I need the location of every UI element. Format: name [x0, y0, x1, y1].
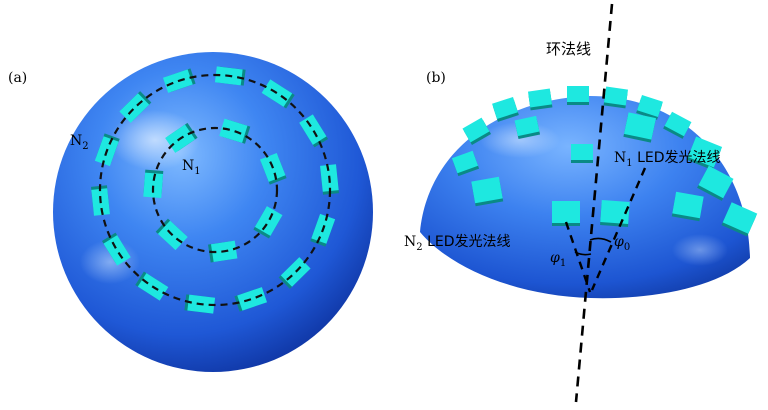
dome-highlight — [672, 234, 728, 266]
panel-b: (b) 环法线 N1 LED发光法线 N2 LED发光法线 φ0 φ1 — [404, 3, 758, 403]
n2-led-normal-line — [564, 221, 592, 293]
led-chip — [471, 176, 504, 207]
led-chip — [623, 112, 656, 143]
led-chip — [571, 144, 593, 163]
ring-normal-label: 环法线 — [546, 40, 591, 58]
led-chip — [514, 115, 541, 140]
led-chip — [253, 206, 283, 239]
led-chip — [527, 88, 553, 111]
led-chip — [697, 165, 734, 201]
phi1-arc — [574, 251, 592, 256]
phi0-arc — [589, 237, 612, 243]
led-chip — [492, 96, 519, 122]
led-chip — [721, 202, 758, 237]
phi0-label: φ0 — [614, 234, 630, 253]
panel-b-label: (b) — [426, 70, 446, 86]
sphere-highlight — [110, 110, 200, 170]
led-chip — [552, 201, 580, 226]
ring-inner-n1 — [151, 126, 279, 254]
led-chip — [567, 86, 589, 105]
dome-highlight — [480, 122, 560, 158]
led-group-b — [451, 86, 758, 237]
panel-a-label: (a) — [8, 70, 27, 86]
panel-a: (a) N2 N1 — [8, 52, 373, 372]
led-chip — [462, 117, 492, 146]
ring-inner-label: N1 — [182, 158, 201, 177]
ring-outer-n2 — [98, 73, 332, 307]
led-chip — [143, 169, 164, 198]
n2-led-normal-label: N2 LED发光法线 — [404, 234, 511, 253]
led-chip — [451, 150, 480, 177]
led-chip — [686, 136, 723, 171]
led-chip — [671, 191, 704, 222]
n1-led-normal-label: N1 LED发光法线 — [614, 150, 721, 169]
led-chip — [663, 111, 692, 139]
led-chip — [636, 94, 663, 120]
led-chip — [603, 86, 629, 109]
ring-outer-label: N2 — [70, 133, 89, 152]
phi1-label: φ1 — [550, 250, 566, 269]
